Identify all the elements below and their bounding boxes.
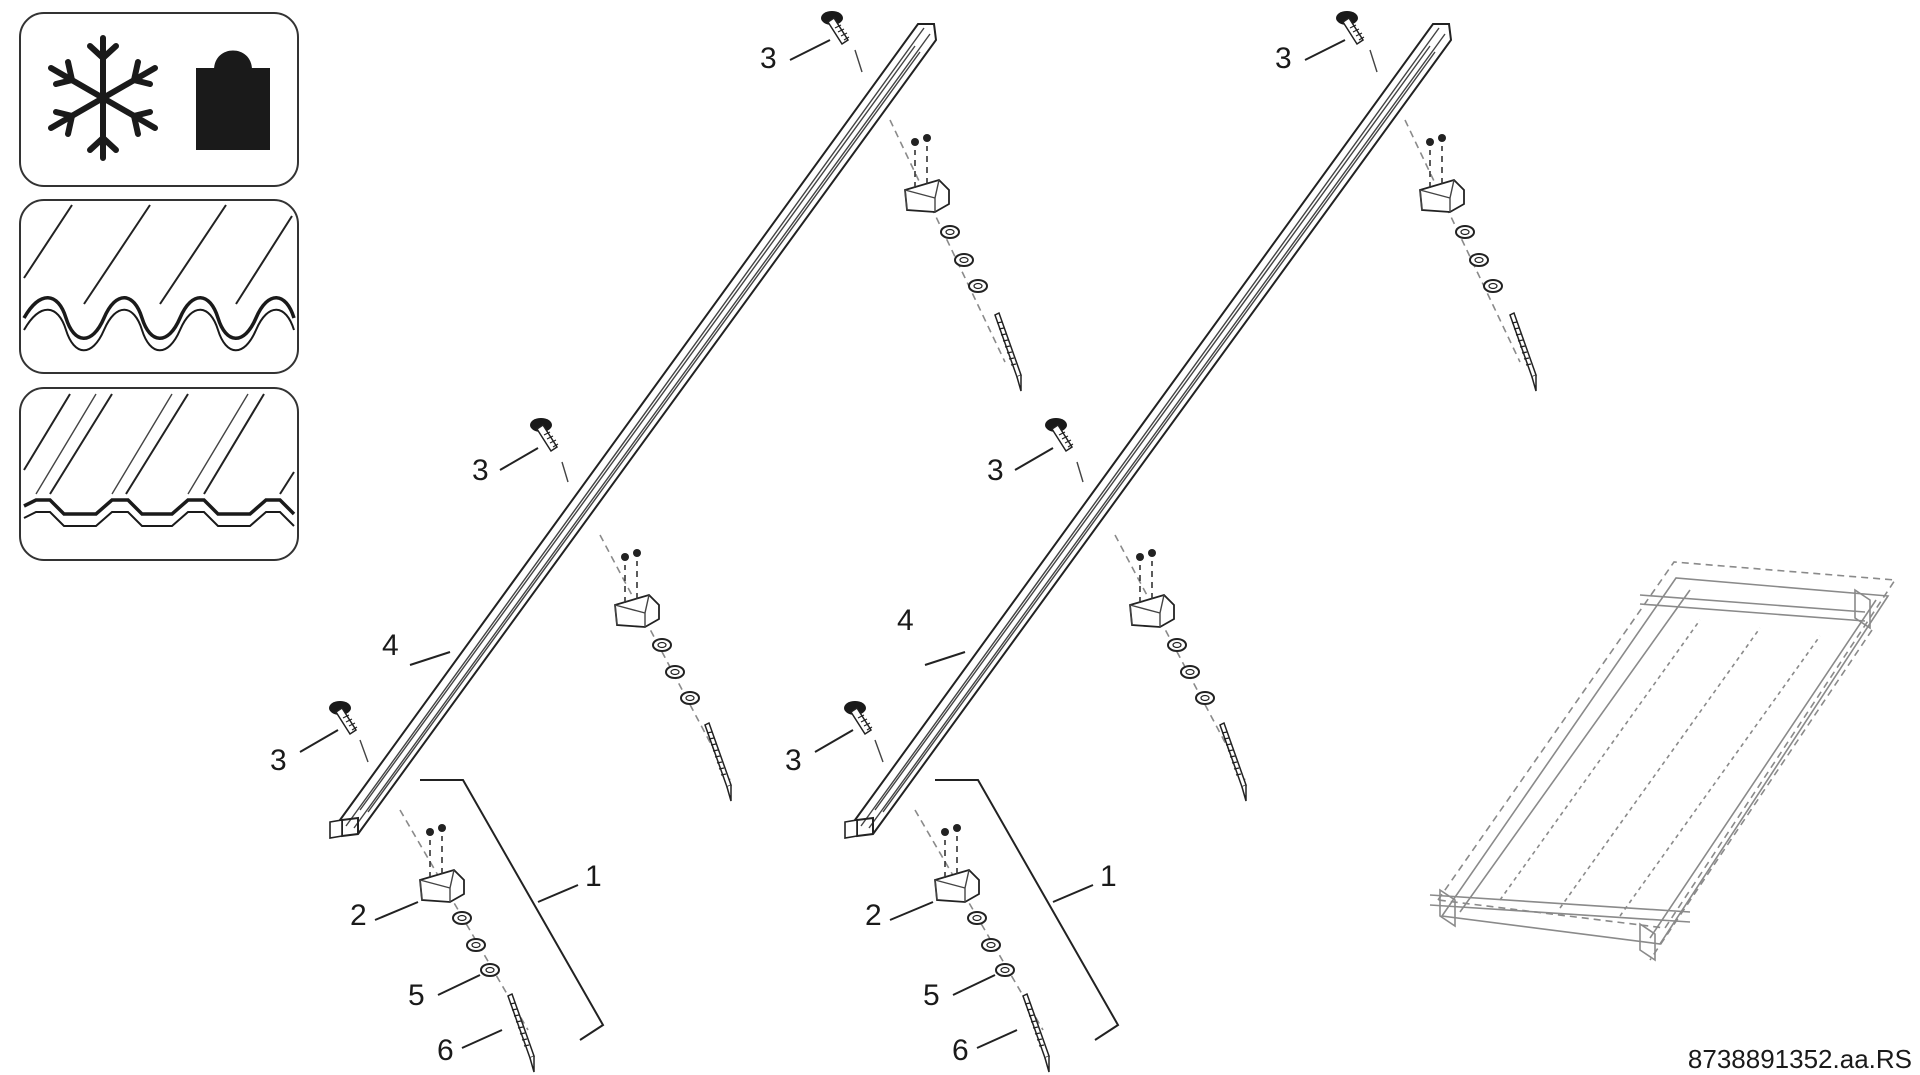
washer-label: 5 — [408, 979, 425, 1012]
screw-label-bottom: 3 — [270, 744, 287, 777]
drawing-code: 8738891352.aa.RS — [1688, 1044, 1912, 1074]
rail-label: 4 — [382, 629, 399, 662]
clamp-label: 2 — [865, 899, 882, 932]
screw-label-top: 3 — [760, 42, 777, 75]
kit-label: 1 — [1100, 860, 1117, 893]
trapezoidal-roof-icon — [19, 387, 299, 561]
bolt-label: 6 — [952, 1034, 969, 1067]
screw-label-top: 3 — [1275, 42, 1292, 75]
clamp-label: 2 — [350, 899, 367, 932]
washer-label: 5 — [923, 979, 940, 1012]
bolt-label: 6 — [437, 1034, 454, 1067]
right-assembly: 1 2 3 3 3 4 5 6 — [785, 11, 1536, 1072]
collector-frame-overview — [1429, 561, 1897, 962]
screw-label-middle: 3 — [472, 454, 489, 487]
winter-load-icon-panel — [19, 12, 299, 187]
screw-label-middle: 3 — [987, 454, 1004, 487]
left-assembly: 1 2 3 3 3 4 5 6 — [270, 11, 1021, 1072]
screw-label-bottom: 3 — [785, 744, 802, 777]
weight-icon — [196, 50, 270, 150]
rail-label: 4 — [897, 604, 914, 637]
corrugated-roof-icon — [19, 199, 299, 374]
kit-label: 1 — [585, 860, 602, 893]
snowflake-icon — [48, 35, 158, 161]
